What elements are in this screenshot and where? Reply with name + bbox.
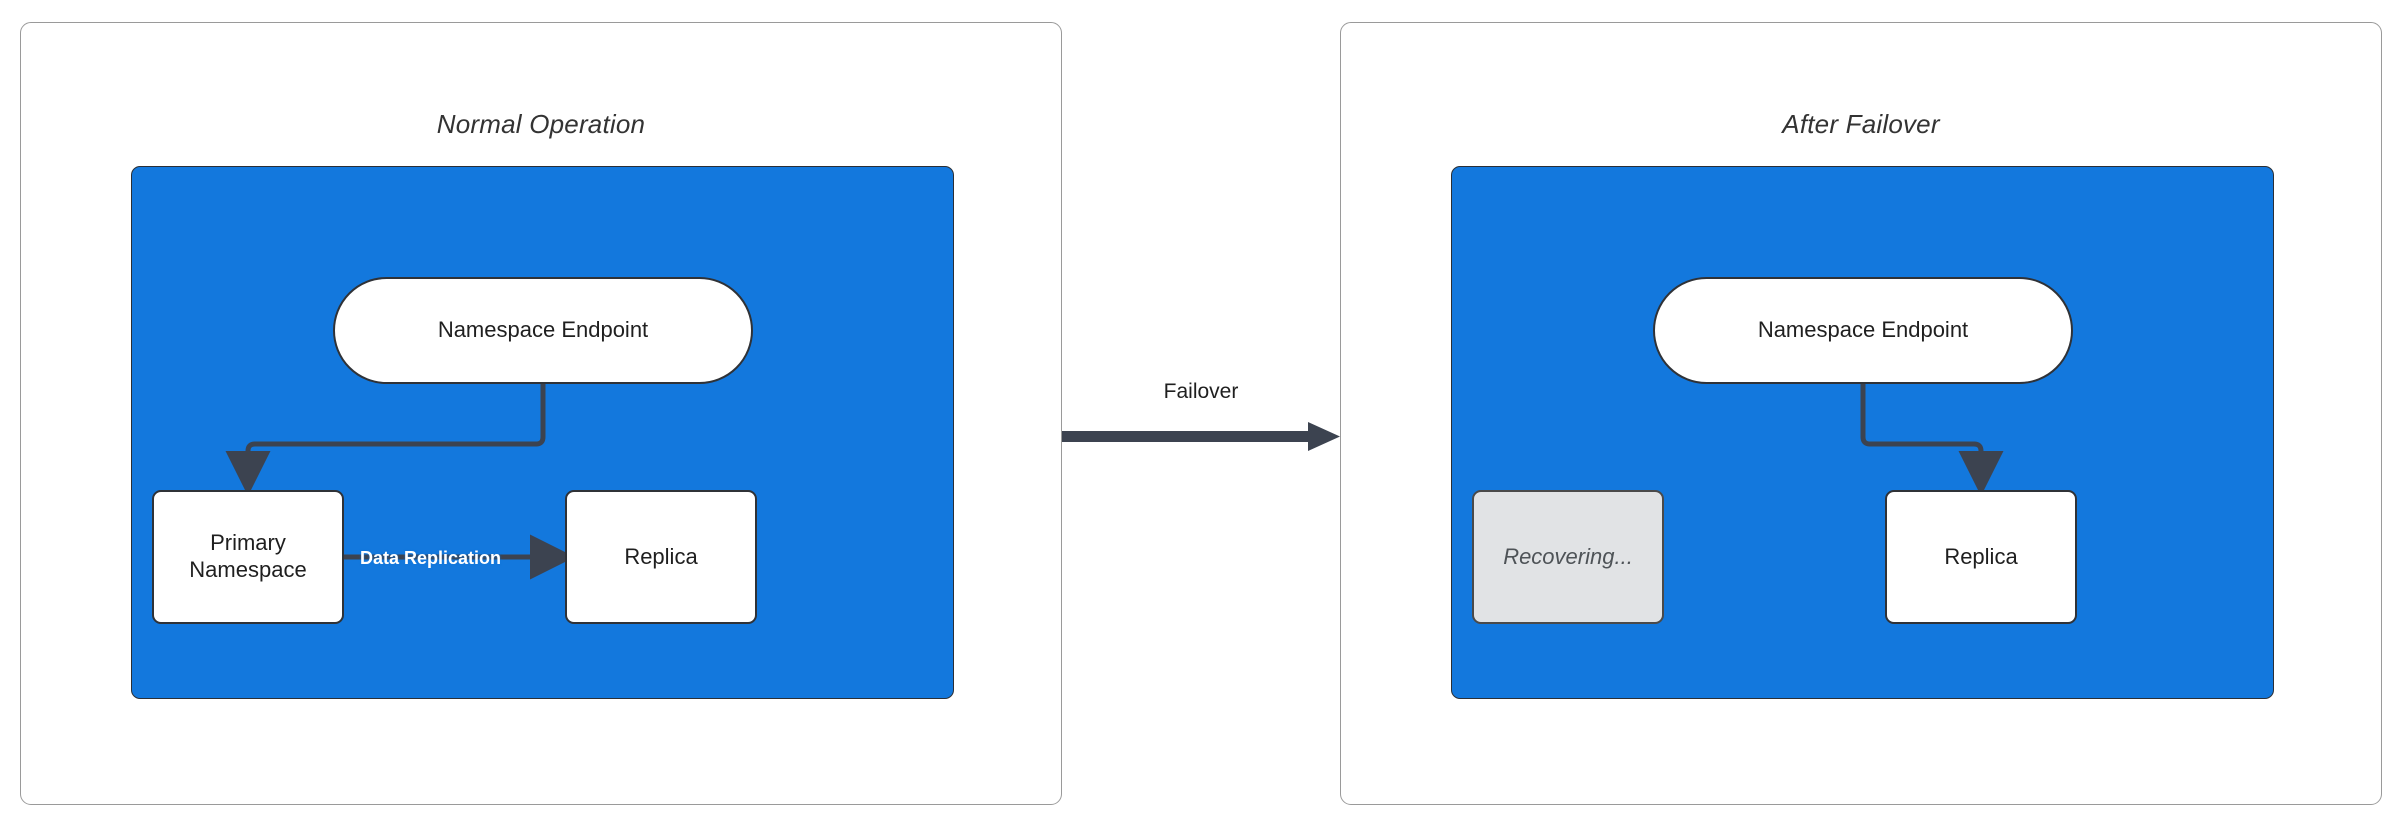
region-namespace-group-right: Namespace Endpoint Recovering... Replica bbox=[1451, 166, 2274, 699]
region-namespace-group-left: Namespace Endpoint Primary Namespace Rep… bbox=[131, 166, 954, 699]
edge-label-data-replication: Data Replication bbox=[360, 548, 502, 568]
failover-transition: Failover bbox=[1062, 380, 1340, 500]
node-label: Replica bbox=[624, 543, 698, 569]
edge-endpoint-to-primary bbox=[225, 384, 546, 497]
node-label-line1: Primary bbox=[210, 530, 286, 556]
node-label: Namespace Endpoint bbox=[437, 317, 649, 343]
node-label: Recovering... bbox=[1503, 543, 1633, 569]
connector-layer-right bbox=[1860, 384, 2004, 497]
edge-endpoint-to-replica bbox=[1860, 384, 2004, 497]
node-label: Primary Namespace bbox=[189, 530, 306, 584]
node-recovering[interactable]: Recovering... bbox=[1472, 490, 1664, 624]
panel-failover-title: After Failover bbox=[1782, 109, 1940, 139]
node-primary-namespace[interactable]: Primary Namespace bbox=[152, 490, 344, 624]
node-namespace-endpoint-right[interactable]: Namespace Endpoint bbox=[1653, 277, 2073, 384]
panel-after-failover: After Failover Namespace Endpoint Recove… bbox=[1340, 22, 2382, 805]
node-label: Replica bbox=[1944, 543, 2018, 569]
node-replica-right[interactable]: Replica bbox=[1885, 490, 2077, 624]
node-label-line2: Namespace bbox=[189, 557, 307, 582]
failover-arrow-icon bbox=[1062, 422, 1340, 451]
node-namespace-endpoint-left[interactable]: Namespace Endpoint bbox=[333, 277, 753, 384]
failover-label: Failover bbox=[1163, 380, 1239, 403]
node-label: Namespace Endpoint bbox=[1757, 317, 1969, 343]
connector-layer-left bbox=[225, 384, 576, 580]
panel-normal-title: Normal Operation bbox=[436, 109, 646, 139]
node-replica-left[interactable]: Replica bbox=[565, 490, 757, 624]
panel-normal-operation: Normal Operation Namespace Endpoint Prim bbox=[20, 22, 1062, 805]
